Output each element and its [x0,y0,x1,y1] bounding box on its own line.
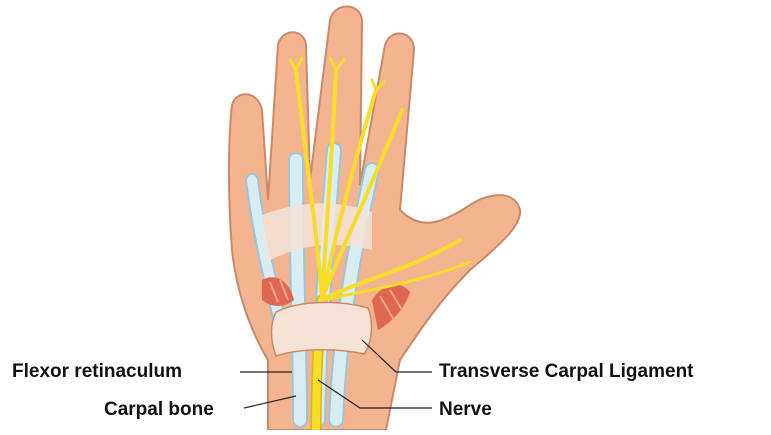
tendon-index-fill [296,160,300,420]
label-nerve: Nerve [439,400,492,419]
transverse-carpal-ligament [272,302,372,356]
label-carpal-bone: Carpal bone [104,400,214,419]
label-flexor-retinaculum: Flexor retinaculum [12,362,182,381]
label-transverse-carpal-ligament: Transverse Carpal Ligament [439,362,694,381]
